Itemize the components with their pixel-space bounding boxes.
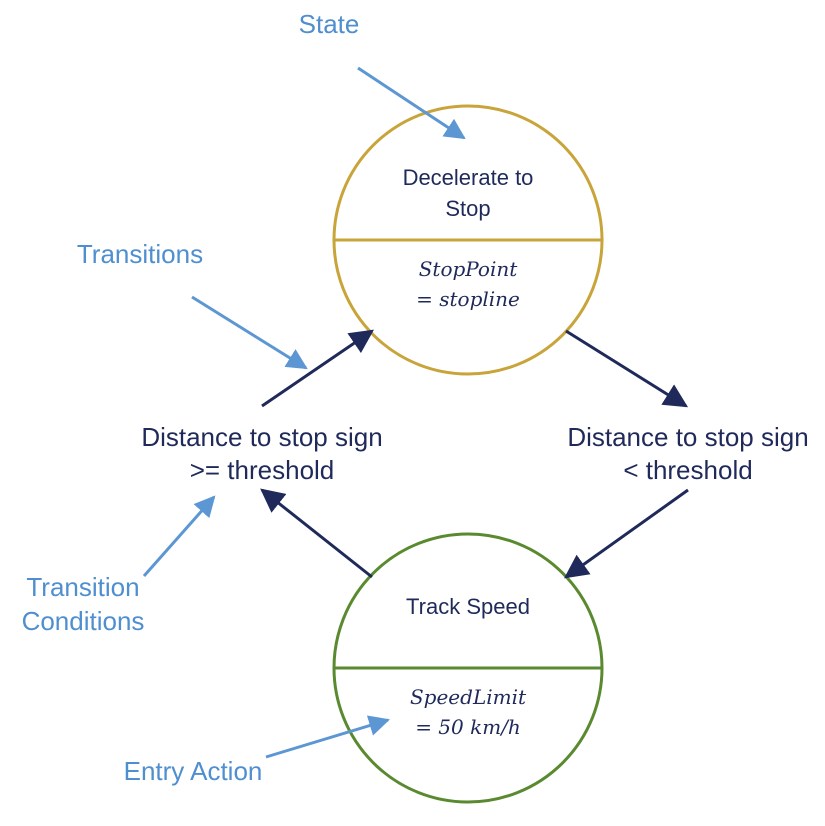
- transition-arrow-right-condition-to-track: [564, 488, 689, 579]
- annotation-transitions-label: Transitions: [77, 239, 203, 269]
- annotation-state-label: State: [299, 9, 360, 39]
- state-track-speed-action-line1: SpeedLimit: [410, 685, 527, 709]
- annotation-transition-conditions-arrow: [142, 495, 216, 577]
- annotation-transition-conditions-line1: Transition: [26, 572, 139, 602]
- state-track-speed: Track Speed SpeedLimit = 50 km/h: [332, 532, 604, 804]
- transition-condition-right: Distance to stop sign < threshold: [567, 422, 808, 485]
- annotation-entry-action-label: Entry Action: [124, 756, 263, 786]
- transition-arrow-decelerate-to-right-condition: [565, 329, 689, 408]
- transition-condition-left: Distance to stop sign >= threshold: [141, 422, 382, 485]
- condition-left-line2: >= threshold: [190, 455, 335, 485]
- transition-arrow-track-to-left-condition: [260, 488, 373, 579]
- state-track-speed-action-line2: = 50 km/h: [415, 715, 521, 739]
- annotation-transitions-arrow: [191, 295, 308, 370]
- state-decelerate-name-line2: Stop: [445, 196, 490, 221]
- state-track-speed-name: Track Speed: [406, 594, 530, 619]
- condition-left-line1: Distance to stop sign: [141, 422, 382, 452]
- annotation-entry-action-arrow: [265, 715, 391, 759]
- transition-arrow-to-decelerate: [261, 329, 374, 408]
- state-decelerate-action-line2: = stopline: [416, 287, 520, 311]
- state-decelerate-name-line1: Decelerate to: [403, 165, 534, 190]
- state-decelerate-action-line1: StopPoint: [419, 257, 519, 281]
- annotation-transition-conditions-line2: Conditions: [22, 606, 145, 636]
- condition-right-line1: Distance to stop sign: [567, 422, 808, 452]
- state-decelerate-to-stop: Decelerate to Stop StopPoint = stopline: [332, 104, 604, 376]
- condition-right-line2: < threshold: [623, 455, 752, 485]
- annotation-state-arrow: [357, 66, 466, 140]
